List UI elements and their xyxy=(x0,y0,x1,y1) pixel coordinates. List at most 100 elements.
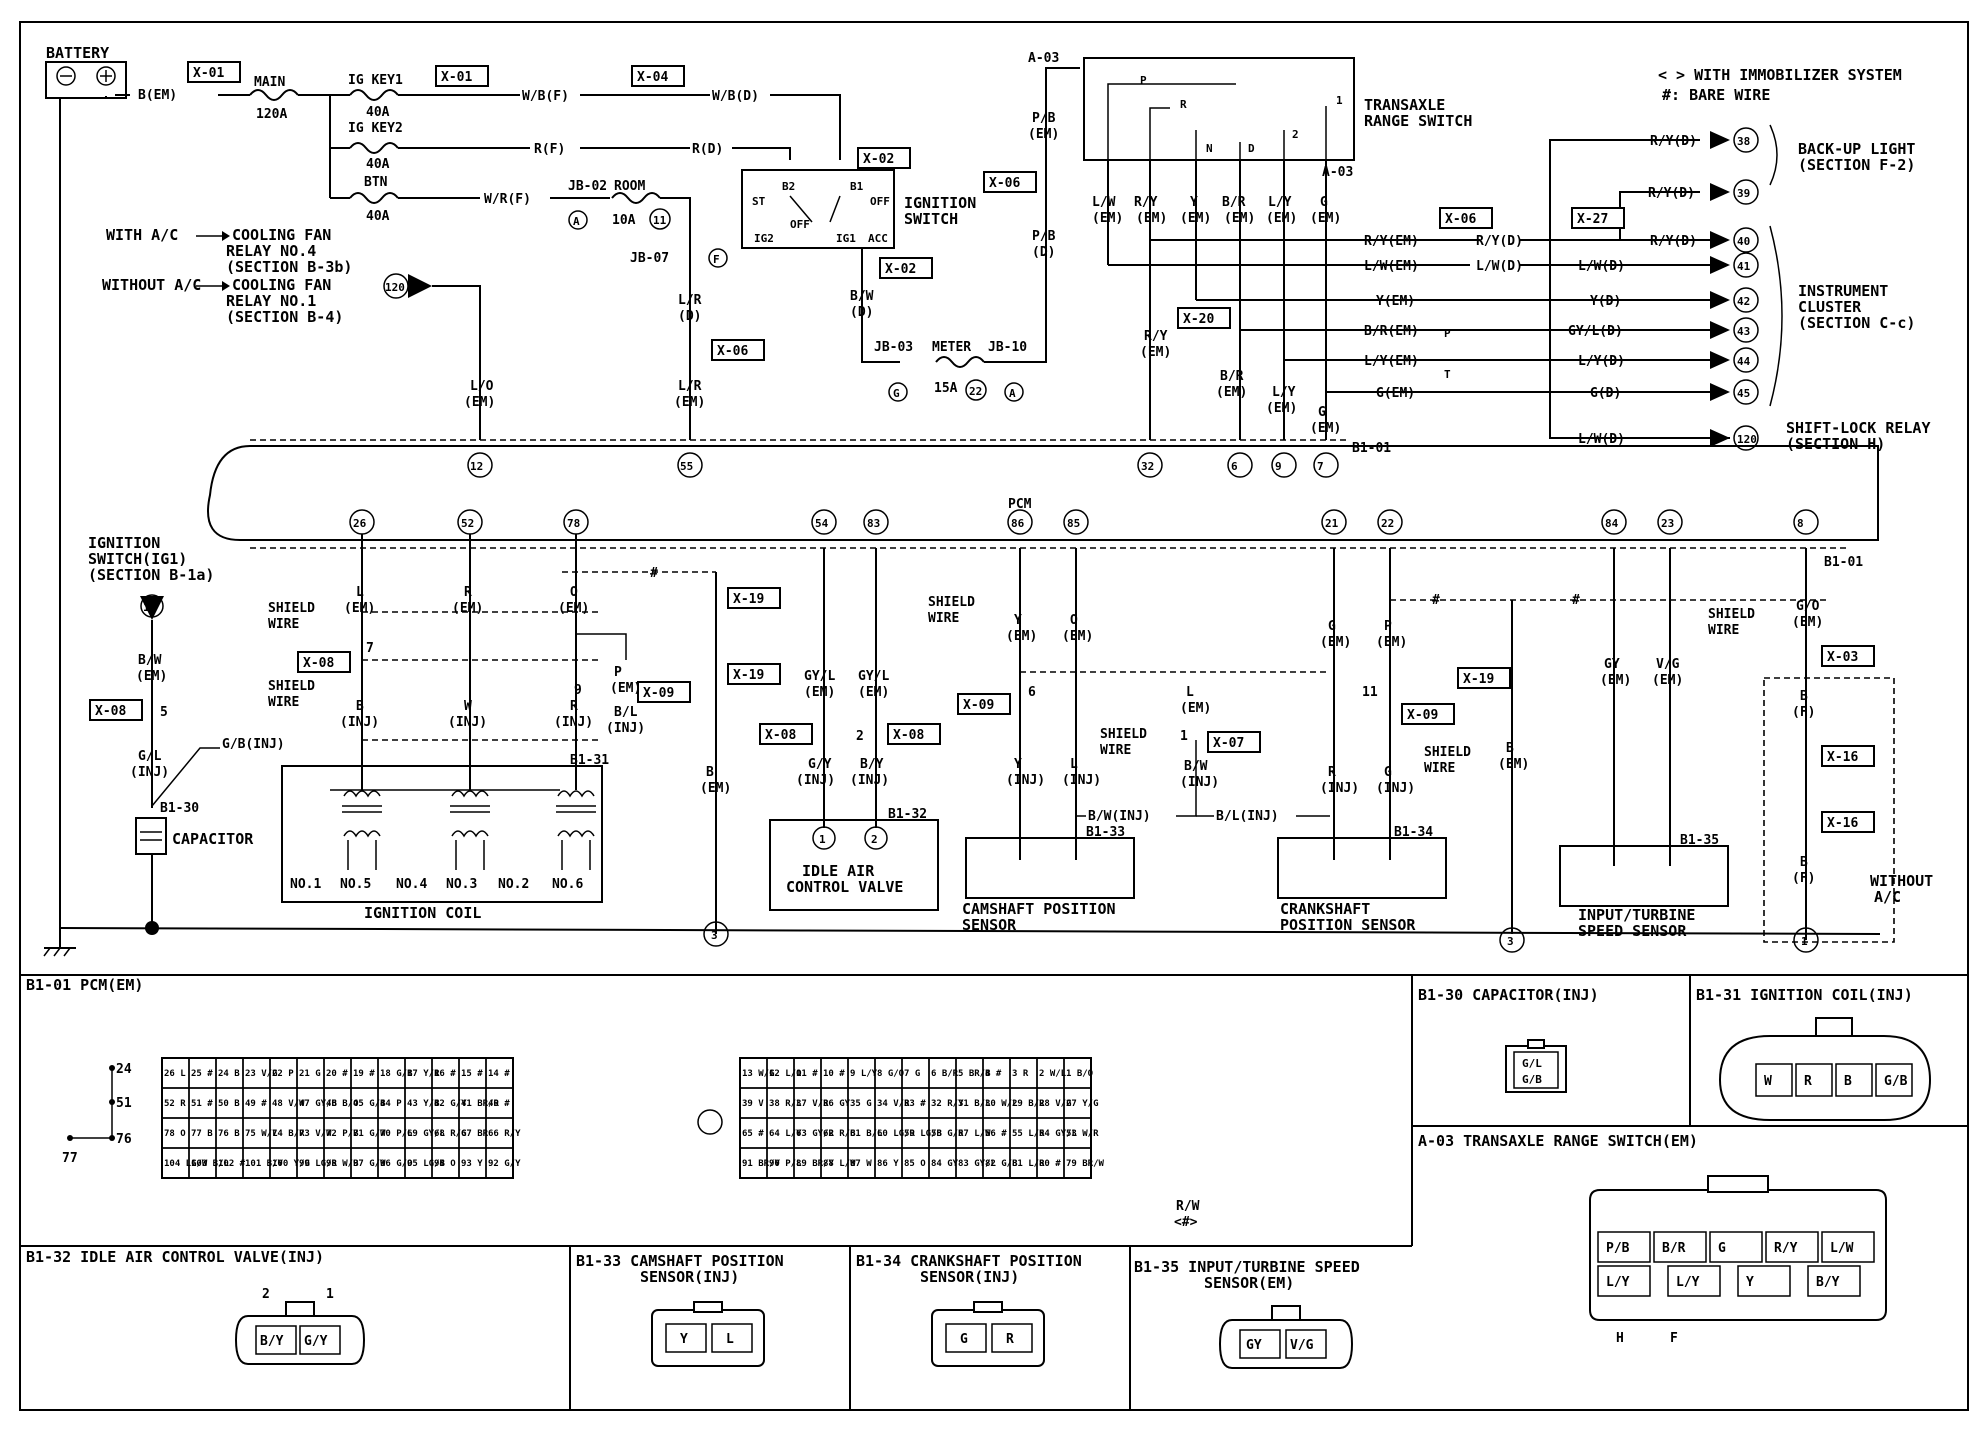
wire-gy-tss: GY xyxy=(1604,657,1620,672)
harness-bottom-86-ring xyxy=(1007,509,1033,535)
coil-wire-o: O xyxy=(570,585,578,600)
coil-view-pin-label: G/B xyxy=(1884,1074,1908,1089)
harness-bottom-83: 83 xyxy=(867,517,880,530)
ignition-switch-box xyxy=(741,169,895,249)
wire-b-wo: B xyxy=(1800,689,1808,704)
cluster-pin-39: 39 xyxy=(1737,187,1750,200)
pcm-pin: 56 # xyxy=(985,1129,1007,1139)
pcm-label: PCM xyxy=(1008,497,1032,512)
cfr1-label: COOLING FAN xyxy=(232,276,331,294)
wire-ly-1: L/Y xyxy=(1272,385,1296,400)
pin-2-iac: 2 xyxy=(856,729,864,744)
pcm-pin: 86 Y xyxy=(877,1159,899,1169)
trs-view-pin-top xyxy=(1821,1231,1875,1263)
cluster-section: (SECTION C-c) xyxy=(1798,314,1915,332)
cluster-pin-120-ring xyxy=(1733,425,1759,451)
sw-acc: ACC xyxy=(868,232,888,245)
trs-view-pin-top xyxy=(1709,1231,1763,1263)
pin-11-ckp: 11 xyxy=(1362,685,1378,700)
tr-wire-lw: L/W xyxy=(1092,195,1116,210)
room-pin: 11 xyxy=(653,214,667,227)
pcm-pin: 46 B/O xyxy=(326,1099,359,1109)
pcm-pin: 74 B/R xyxy=(272,1129,305,1139)
wire-lyem: L/Y(EM) xyxy=(1364,354,1419,369)
tr-wire-ly: L/Y xyxy=(1268,195,1292,210)
b135-label: B1-35 xyxy=(1680,833,1719,848)
tss-view-title: B1-35 INPUT/TURBINE SPEED xyxy=(1134,1258,1360,1276)
pin-120-arrow xyxy=(408,274,432,298)
wire-bw-1: B/W xyxy=(850,289,874,304)
x09-label-1: X-09 xyxy=(643,686,674,701)
pcm-pin: 58 G/R xyxy=(931,1129,964,1139)
ckp-connector-view xyxy=(931,1309,1045,1367)
pcm-pin: 38 R/L xyxy=(769,1099,802,1109)
trs-view-pin-top-label: B/R xyxy=(1662,1241,1686,1256)
harness-bottom-83-ring xyxy=(863,509,889,535)
wire-gem: G(EM) xyxy=(1376,386,1415,401)
pin-120-left: 120 xyxy=(385,281,405,294)
wire-bw-2-loc: (EM) xyxy=(136,669,167,684)
cluster-pin-45-ring xyxy=(1733,379,1759,405)
tr-n: N xyxy=(1206,142,1213,155)
wire-lwem: L/W(EM) xyxy=(1364,259,1419,274)
x20-label: X-20 xyxy=(1183,312,1214,327)
cap-view-title: B1-30 CAPACITOR(INJ) xyxy=(1418,986,1599,1004)
wire-y-cmp-2: Y xyxy=(1014,757,1022,772)
pcm-pin: 15 # xyxy=(461,1069,483,1079)
harness-top-7-ring xyxy=(1313,452,1339,478)
sw-ig1: IG1 xyxy=(836,232,856,245)
pcm-pin: 21 G xyxy=(299,1069,321,1079)
shift-lock-label: SHIFT-LOCK RELAY xyxy=(1786,419,1931,437)
wire-gyl-2-loc: (EM) xyxy=(858,685,889,700)
pcm-pin: 41 BR/R xyxy=(461,1099,500,1109)
coil-wire-o-loc: (EM) xyxy=(558,601,589,616)
pin-3-a: 3 xyxy=(711,929,718,942)
trs-view-pin-bottom xyxy=(1807,1265,1861,1297)
wire-pb-2: P/B xyxy=(1032,229,1056,244)
pcm-pin: 13 W/G xyxy=(742,1069,775,1079)
jb02-label: JB-02 xyxy=(568,179,607,194)
pcm-harness-outline xyxy=(207,445,1879,541)
wire-g-1: G xyxy=(1318,405,1326,420)
pcm-pin: 33 # xyxy=(904,1099,926,1109)
x19-label-2: X-19 xyxy=(733,668,764,683)
wire-pb-1: P/B xyxy=(1032,111,1056,126)
transaxle-range-switch-box xyxy=(1083,57,1355,161)
pin-12: 12 xyxy=(470,460,483,473)
cfr1-label-2: RELAY NO.1 xyxy=(226,292,316,310)
coil-wire-l-loc: (EM) xyxy=(344,601,375,616)
wire-l-x07: L xyxy=(1186,685,1194,700)
trs-view-pin-top xyxy=(1597,1231,1651,1263)
pin-9-coil: 9 xyxy=(574,683,582,698)
wire-gyl-1-loc: (EM) xyxy=(804,685,835,700)
a03-label-2: A-03 xyxy=(1322,165,1353,180)
jb07-label: JB-07 xyxy=(630,251,669,266)
coil-view-pin-label: R xyxy=(1804,1074,1812,1089)
tr-r: R xyxy=(1180,98,1187,111)
x01-label-2: X-01 xyxy=(441,70,472,85)
shield-label-1: SHIELD xyxy=(268,601,315,616)
harness-bottom-84: 84 xyxy=(1605,517,1619,530)
pcm-pin: 100 Y/G xyxy=(272,1159,310,1169)
pcm-pin: 70 P/L xyxy=(380,1129,413,1139)
wire-ry-1: R/Y xyxy=(1144,329,1168,344)
pcm-pin: 12 L/O xyxy=(769,1069,802,1079)
cluster-pin-120: 120 xyxy=(1737,433,1757,446)
x08-label-4: X-08 xyxy=(893,728,924,743)
harness-bottom-23-ring xyxy=(1657,509,1683,535)
wire-p-ckp-loc: (EM) xyxy=(1376,635,1407,650)
cmp-label: CAMSHAFT POSITION xyxy=(962,900,1116,918)
trs-view-pin-bottom-label: L/Y xyxy=(1676,1275,1700,1290)
sw-ig2: IG2 xyxy=(754,232,774,245)
pcm-pin: 98 W/B xyxy=(326,1159,359,1169)
wire-gy-iac: G/Y xyxy=(808,757,832,772)
pcm-pin: 1 B/O xyxy=(1066,1069,1094,1079)
wire-yem: Y(EM) xyxy=(1376,294,1415,309)
tr-2: 2 xyxy=(1292,128,1299,141)
wire-ly-1-loc: (EM) xyxy=(1266,401,1297,416)
legend-immobilizer: < > WITH IMMOBILIZER SYSTEM xyxy=(1658,66,1902,84)
harness-top-6-ring xyxy=(1227,452,1253,478)
coil-view-pin-label: B xyxy=(1844,1074,1852,1089)
pcm-pin: 16 # xyxy=(434,1069,456,1079)
